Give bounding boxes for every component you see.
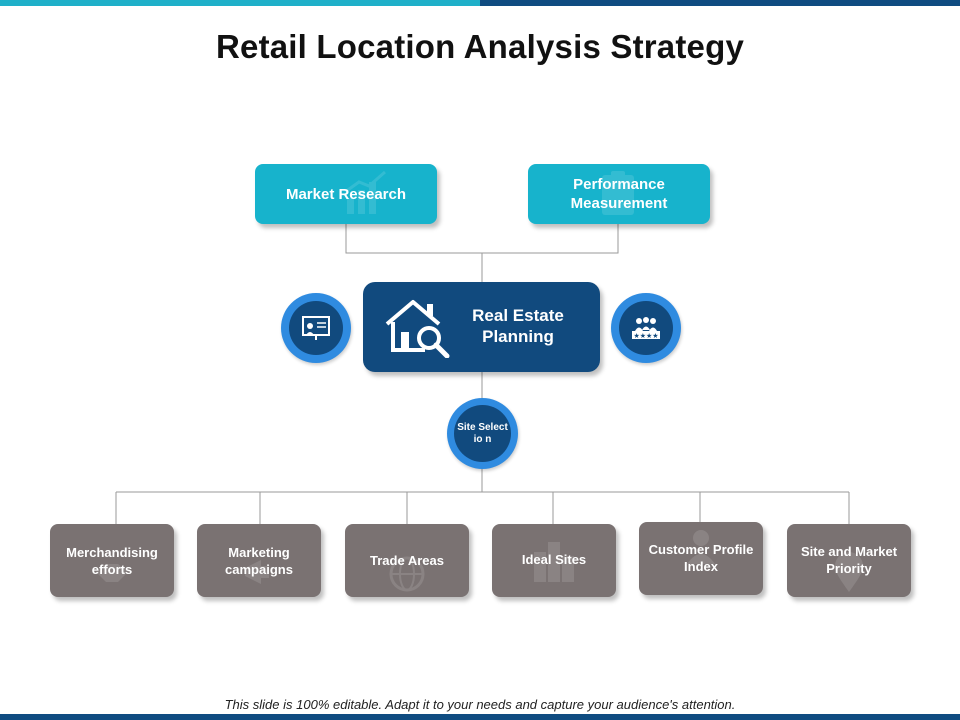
node-real-estate-planning-label: Real Estate Planning <box>472 306 564 346</box>
node-trade-areas: Trade Areas <box>345 524 469 597</box>
connector-performance <box>482 224 619 254</box>
slide-title: Retail Location Analysis Strategy <box>215 28 745 65</box>
node-real-estate-planning: Real Estate Planning <box>363 282 600 372</box>
location-pin-icon <box>835 552 863 592</box>
team-rating-icon: ★★★★ <box>632 317 660 340</box>
node-market-research-label: Market Research <box>285 185 407 203</box>
node-market-research: Market Research <box>255 164 437 224</box>
node-ideal-sites-label: Ideal Sites <box>521 552 587 567</box>
node-performance-measurement-label: Performance Measurement <box>570 176 668 212</box>
megaphone-icon <box>245 560 269 584</box>
node-customer-profile-index: Customer Profile Index <box>639 522 763 595</box>
node-performance-measurement: Performance Measurement <box>528 164 710 224</box>
house-search-icon <box>385 300 450 358</box>
node-site-and-market-priority-label: Site and Market Priority <box>800 543 898 576</box>
presentation-board-icon <box>302 316 330 340</box>
person-icon <box>687 530 715 564</box>
top-accent-bar-teal <box>0 0 480 6</box>
node-merchandising-efforts: Merchandising efforts <box>50 524 174 597</box>
buildings-icon <box>534 542 574 582</box>
handshake-icon <box>96 564 128 582</box>
node-marketing-campaigns: Marketing campaigns <box>197 524 321 597</box>
node-marketing-campaigns-label: Marketing campaigns <box>225 544 293 577</box>
connector-market-research <box>345 224 482 254</box>
top-accent-bar-navy <box>480 0 960 6</box>
node-merchandising-efforts-label: Merchandising efforts <box>66 544 158 577</box>
side-circle-right: ★★★★ <box>611 293 681 363</box>
bottom-accent-bar <box>0 714 960 720</box>
site-selection-circle: Site Selectio n <box>447 398 518 469</box>
bar-chart-growth-icon <box>344 170 386 214</box>
globe-icon <box>389 556 425 592</box>
footer-note: This slide is 100% editable. Adapt it to… <box>224 697 736 712</box>
site-selection-label: Site Selectio n <box>457 421 508 445</box>
node-trade-areas-label: Trade Areas <box>370 553 444 568</box>
clipboard-icon <box>602 171 634 215</box>
svg-text:★★★★: ★★★★ <box>633 332 658 340</box>
node-site-and-market-priority: Site and Market Priority <box>787 524 911 597</box>
side-circle-left <box>281 293 351 363</box>
node-ideal-sites: Ideal Sites <box>492 524 616 597</box>
node-customer-profile-index-label: Customer Profile Index <box>648 541 754 574</box>
